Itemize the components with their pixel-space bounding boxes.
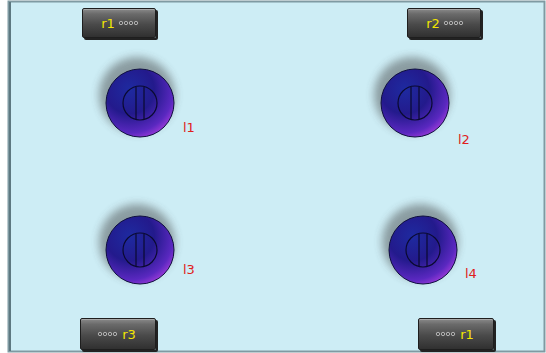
relay-name: r1	[457, 327, 477, 342]
indicator-dots	[443, 20, 465, 26]
relay-box: r1	[418, 318, 494, 350]
panel-ground	[9, 2, 545, 352]
relay-box: r2	[407, 8, 481, 38]
lamp-symbol	[382, 204, 458, 284]
relay-name: r2	[423, 16, 443, 31]
indicator-dots	[118, 20, 140, 26]
relay-name: r1	[98, 16, 118, 31]
panel-edge	[9, 2, 11, 351]
lamp-label: l1	[183, 120, 195, 135]
relay-name: r3	[119, 327, 139, 342]
lamp-symbol	[374, 57, 450, 137]
relay-box: r1	[82, 8, 156, 38]
indicator-dots	[97, 331, 119, 337]
indicator-dots	[435, 331, 457, 337]
lamp-symbol	[99, 204, 175, 284]
lamp-label: l2	[458, 132, 470, 147]
lamp-label: l3	[183, 262, 195, 277]
lamp-label: l4	[465, 266, 477, 281]
relay-box: r3	[80, 318, 156, 350]
lamp-symbol	[99, 57, 175, 137]
